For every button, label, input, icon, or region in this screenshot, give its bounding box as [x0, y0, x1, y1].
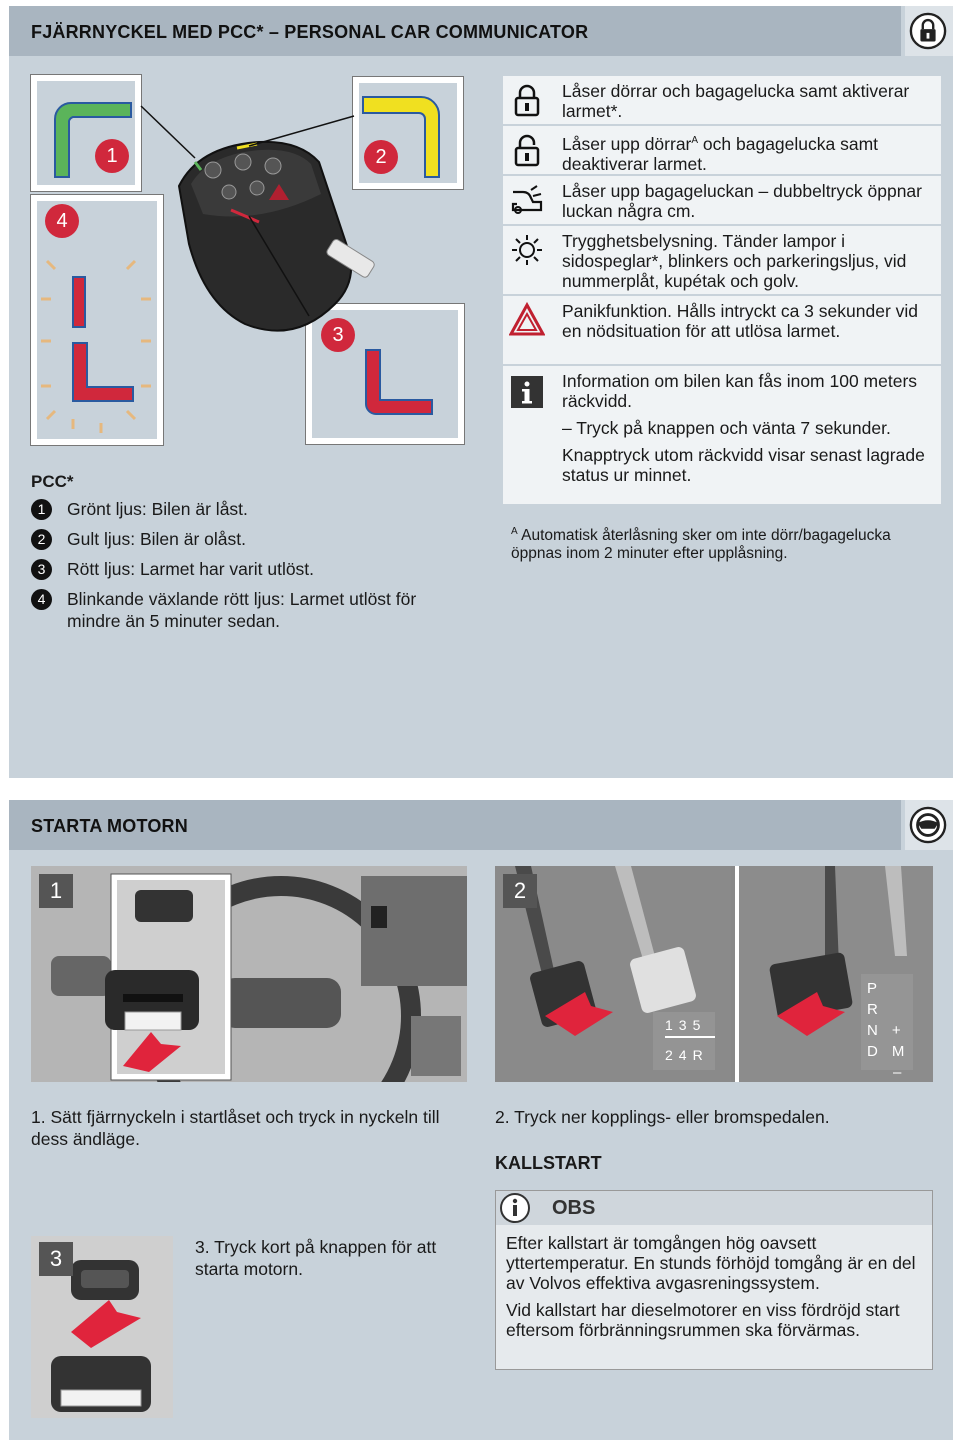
gear-label: N: [867, 1022, 878, 1039]
figure-number-3: 3: [321, 318, 355, 352]
yellow-led-graphic: [362, 96, 440, 178]
step-1-caption: 1. Sätt fjärrnyckeln i startlåset och tr…: [31, 1107, 440, 1149]
item-text: Gult ljus: Bilen är olåst.: [67, 529, 246, 549]
warning-triangle-icon: [509, 302, 545, 336]
gear-label: 1: [665, 1017, 679, 1033]
section-title: FJÄRRNYCKEL MED PCC* – PERSONAL CAR COMM…: [31, 22, 589, 42]
lock-icon: [514, 84, 540, 117]
gear-label: 3: [678, 1017, 693, 1033]
function-row-panic: Panikfunktion. Hålls intryckt ca 3 sekun…: [503, 296, 941, 366]
step-number-1: 1: [39, 874, 73, 908]
footnote-ref: A: [691, 135, 699, 146]
obs-paragraph: Vid kallstart har dieselmotorer en viss …: [506, 1300, 900, 1340]
photo-dashboard: 1: [31, 866, 467, 1082]
step-2-caption: 2. Tryck ner kopplings- eller bromspedal…: [495, 1107, 830, 1127]
footnote-mark: A: [511, 526, 518, 537]
gear-label: 4: [678, 1047, 693, 1063]
section-header: STARTA MOTORN: [9, 800, 901, 850]
info-line: Knapptryck utom räckvidd visar senast la…: [562, 445, 925, 485]
figure-blinking-red: [30, 194, 164, 446]
obs-title: OBS: [552, 1197, 596, 1219]
gear-label: 2: [665, 1047, 679, 1063]
function-text: Panikfunktion. Hålls intryckt ca 3 sekun…: [562, 301, 918, 341]
function-text: Låser upp bagageluckan – dubbeltryck öpp…: [562, 181, 922, 221]
gear-label: P: [867, 980, 878, 997]
figure-number-1: 1: [95, 139, 129, 173]
function-text: Låser dörrar och bagagelucka samt aktive…: [562, 81, 910, 121]
figure-number-4: 4: [45, 204, 79, 238]
info-line: – Tryck på knappen och vänta 7 sekunder.: [562, 418, 891, 438]
footnote: A Automatisk återlåsning sker om inte dö…: [511, 523, 931, 563]
gear-label: R: [692, 1047, 709, 1063]
pcc-item: 4 Blinkande växlande rött ljus: Larmet ut…: [31, 588, 459, 632]
function-text: Information om bilen kan fås inom 100 me…: [562, 366, 941, 487]
gear-label: –: [893, 1064, 902, 1081]
function-row-unlock: Låser upp dörrarA och bagagelucka samt d…: [503, 126, 941, 176]
key-fob-image: [177, 140, 375, 332]
function-row-approach-light: Trygghetsbelysning. Tänder lampor i sido…: [503, 226, 941, 296]
item-number: 1: [31, 499, 52, 520]
item-number: 3: [31, 559, 52, 580]
section-key-pcc: FJÄRRNYCKEL MED PCC* – PERSONAL CAR COMM…: [9, 6, 953, 778]
header-icon-box: [905, 6, 953, 56]
green-led-graphic: [54, 102, 132, 178]
obs-body: Efter kallstart är tomgången hög oavsett…: [506, 1233, 926, 1347]
info-icon: [511, 376, 543, 408]
function-row-info: Information om bilen kan fås inom 100 me…: [503, 366, 941, 506]
item-text: Grönt ljus: Bilen är låst.: [67, 499, 248, 519]
gear-label: M: [891, 1043, 905, 1060]
item-text: Rött ljus: Larmet har varit utlöst.: [67, 559, 315, 579]
figure-green-light: [30, 74, 142, 192]
text-part: och bagagelucka samt deaktiverar larmet.: [562, 133, 879, 174]
function-row-trunk: Låser upp bagageluckan – dubbeltryck öpp…: [503, 176, 941, 226]
red-led-graphic: [365, 349, 433, 415]
function-table: Låser dörrar och bagagelucka samt aktive…: [503, 76, 941, 506]
gear-label: 5: [692, 1017, 707, 1033]
section-header: FJÄRRNYCKEL MED PCC* – PERSONAL CAR COMM…: [9, 6, 901, 56]
text-part: Låser upp dörrar: [562, 133, 692, 154]
blinking-led-graphic: [41, 259, 151, 433]
lock-icon: [909, 12, 947, 50]
section-title: STARTA MOTORN: [31, 816, 188, 836]
gear-label: +: [891, 1022, 901, 1039]
info-icon: [500, 1193, 530, 1223]
trunk-icon: [511, 185, 543, 214]
light-icon: [512, 235, 542, 265]
dashboard-image: [31, 866, 467, 1082]
info-line: Information om bilen kan fås inom 100 me…: [562, 371, 918, 411]
photo-start-button: 3: [31, 1236, 173, 1418]
unlock-icon: [514, 134, 540, 167]
function-text: Låser upp dörrarA och bagagelucka samt d…: [562, 126, 941, 176]
steering-wheel-icon: [909, 806, 947, 844]
pcc-title: PCC*: [31, 472, 74, 491]
item-number: 2: [31, 529, 52, 550]
obs-paragraph: Efter kallstart är tomgången hög oavsett…: [506, 1233, 916, 1293]
kallstart-title: KALLSTART: [495, 1153, 602, 1173]
section-start-engine: STARTA MOTORN 1: [9, 800, 953, 1440]
header-icon-box: [905, 800, 953, 850]
pcc-item: 2 Gult ljus: Bilen är olåst.: [31, 528, 459, 550]
figure-number-2: 2: [364, 140, 398, 174]
pcc-item: 1 Grönt ljus: Bilen är låst.: [31, 498, 459, 520]
item-text: Blinkande växlande rött ljus: Larmet utl…: [67, 589, 417, 631]
gear-label: R: [867, 1001, 878, 1018]
step-3-caption: 3. Tryck kort på knappen för att starta …: [195, 1237, 437, 1279]
function-text: Trygghetsbelysning. Tänder lampor i sido…: [562, 231, 907, 291]
step-number-3: 3: [39, 1242, 73, 1276]
gear-label: D: [867, 1043, 878, 1060]
item-number: 4: [31, 589, 52, 610]
gear-pattern-manual: 135 24R: [665, 1016, 715, 1066]
pcc-item: 3 Rött ljus: Larmet har varit utlöst.: [31, 558, 459, 580]
obs-note-box: OBS Efter kallstart är tomgången hög oav…: [495, 1190, 933, 1370]
function-row-lock: Låser dörrar och bagagelucka samt aktive…: [503, 76, 941, 126]
obs-header: OBS: [496, 1191, 932, 1225]
step-number-2: 2: [503, 874, 537, 908]
footnote-text: Automatisk återlåsning sker om inte dörr…: [511, 527, 891, 563]
